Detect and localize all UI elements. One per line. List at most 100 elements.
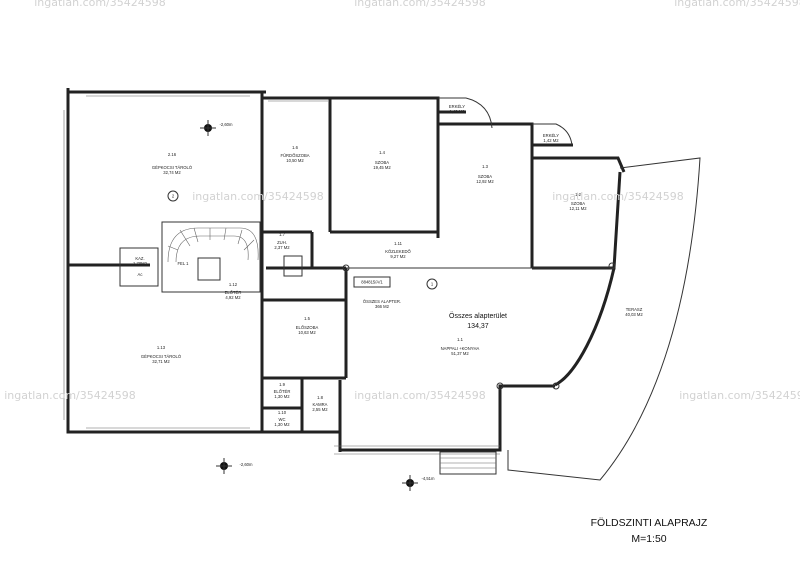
svg-text:1,30 M2: 1,30 M2	[274, 394, 290, 399]
svg-text:Ac: Ac	[138, 272, 143, 277]
svg-text:2,55 M2: 2,55 M2	[312, 407, 328, 412]
svg-text:4,92 M2: 4,92 M2	[225, 295, 241, 300]
svg-text:Összes alapterület: Összes alapterület	[449, 312, 507, 320]
outer-walls	[66, 88, 626, 452]
columns	[342, 262, 616, 390]
svg-text:10,63 M2: 10,63 M2	[298, 330, 316, 335]
svg-text:KÖZLEKEDŐ: KÖZLEKEDŐ	[385, 249, 411, 254]
svg-text:9,27 M2: 9,27 M2	[390, 254, 406, 259]
svg-text:NAPPALI +KONYHA: NAPPALI +KONYHA	[441, 346, 480, 351]
room-bathroom: 1.6 FÜRDŐSZOBA 10,50 M2	[280, 145, 309, 163]
svg-text:KAMRA: KAMRA	[313, 402, 328, 407]
svg-text:1,30 M2: 1,30 M2	[274, 422, 290, 427]
level-marker-entrance: -4,51m	[402, 475, 435, 491]
windows	[63, 95, 500, 455]
svg-text:TERASZ: TERASZ	[626, 307, 643, 312]
watermark-low-3: ingatlan.com/35424598	[679, 389, 800, 402]
terrace-outline	[507, 157, 701, 481]
svg-text:51,37 M2: 51,37 M2	[451, 351, 469, 356]
watermark-top-3: ingatlan.com/35424598	[674, 0, 800, 9]
svg-text:ÖSSZES ALAPTER.: ÖSSZES ALAPTER.	[363, 299, 401, 304]
svg-text:FÜRDŐSZOBA: FÜRDŐSZOBA	[280, 153, 309, 158]
entrance-stair	[439, 451, 497, 475]
svg-text:32,74 M2: 32,74 M2	[163, 170, 181, 175]
svg-text:2.16: 2.16	[168, 152, 177, 157]
svg-text:134,37: 134,37	[467, 323, 489, 330]
plan-scale: M=1:50	[631, 533, 666, 545]
svg-text:SZOBA: SZOBA	[375, 160, 389, 165]
svg-text:SZOBA: SZOBA	[571, 201, 585, 206]
total-area: Összes alapterület 134,37	[449, 312, 507, 330]
room-corridor: 1.11 KÖZLEKEDŐ 9,27 M2	[385, 241, 411, 259]
plan-title: FÖLDSZINTI ALAPRAJZ	[591, 517, 708, 529]
svg-text:2,37 M2: 2,37 M2	[274, 245, 290, 250]
svg-text:40,03 M2: 40,03 M2	[625, 312, 643, 317]
svg-text:32,71 M2: 32,71 M2	[152, 359, 170, 364]
room-room2: 1.3 SZOBA 12,92 M2	[476, 164, 494, 184]
svg-text:ERKÉLY: ERKÉLY	[449, 104, 465, 109]
svg-text:1.8: 1.8	[317, 395, 323, 400]
watermark-low-1: ingatlan.com/35424598	[4, 389, 136, 402]
svg-text:1.11: 1.11	[394, 241, 403, 246]
svg-text:366 M2: 366 M2	[375, 304, 390, 309]
svg-text:GÉPKOCSI TÁROLÓ: GÉPKOCSI TÁROLÓ	[141, 354, 182, 359]
room-terrace: TERASZ 40,03 M2	[625, 307, 643, 317]
svg-text:SZOBA: SZOBA	[478, 174, 492, 179]
svg-text:1.1: 1.1	[457, 337, 463, 342]
svg-text:ZUH.: ZUH.	[277, 240, 287, 245]
balconies	[438, 97, 573, 146]
room-pantry: 1.8 KAMRA 2,55 M2	[312, 395, 328, 412]
room-living: 1.1 NAPPALI +KONYHA 51,37 M2	[441, 337, 480, 356]
svg-text:ELŐTÉR: ELŐTÉR	[274, 389, 291, 394]
svg-text:-2,60m: -2,60m	[239, 462, 253, 467]
room-shower: 1.7 ZUH. 2,37 M2	[274, 232, 290, 250]
watermark-top-1: ingatlan.com/35424598	[34, 0, 166, 9]
svg-text:1.4: 1.4	[379, 150, 385, 155]
svg-text:-2,60m: -2,60m	[219, 122, 233, 127]
watermark-mid-2: ingatlan.com/35424598	[552, 190, 684, 203]
svg-text:1.2: 1.2	[575, 192, 581, 197]
svg-text:ELŐTÉR: ELŐTÉR	[225, 290, 242, 295]
room-balcony1: ERKÉLY 1,42 M2	[449, 104, 465, 114]
room-boiler: KAZ. 1,70M2 Ac FEL 1	[133, 256, 189, 277]
svg-text:1,70M2: 1,70M2	[133, 261, 148, 266]
room-wc: 1.10 WC 1,30 M2	[274, 410, 290, 427]
room-room3: 1.2 SZOBA 12,11 M2	[569, 192, 587, 211]
svg-text:1.12: 1.12	[229, 282, 238, 287]
watermark-top-2: ingatlan.com/35424598	[354, 0, 486, 9]
svg-text:KAZ.: KAZ.	[135, 256, 144, 261]
marker-2: 2	[167, 190, 179, 202]
svg-text:WC: WC	[279, 417, 286, 422]
svg-text:12,92 M2: 12,92 M2	[476, 179, 494, 184]
svg-text:1.7: 1.7	[279, 232, 285, 237]
marker-1: 1	[426, 278, 438, 290]
level-marker-bottom: -2,60m	[216, 458, 253, 474]
svg-text:1.9: 1.9	[279, 382, 285, 387]
svg-text:1: 1	[431, 282, 434, 287]
svg-text:FEL 1: FEL 1	[177, 261, 189, 266]
watermark-low-2: ingatlan.com/35424598	[354, 389, 486, 402]
svg-text:2: 2	[172, 194, 175, 199]
svg-text:10,50 M2: 10,50 M2	[286, 158, 304, 163]
room-garage-bottom: 1.13 GÉPKOCSI TÁROLÓ 32,71 M2	[141, 345, 182, 364]
room-balcony2: ERKÉLY 1,42 M2	[543, 133, 559, 143]
svg-text:19,45 M2: 19,45 M2	[373, 165, 391, 170]
room-anteroom: 1.5 ELŐSZOBA 10,63 M2	[296, 316, 319, 335]
svg-text:1.3: 1.3	[482, 164, 488, 169]
svg-text:-4,51m: -4,51m	[421, 476, 435, 481]
svg-text:1,42 M2: 1,42 M2	[543, 138, 559, 143]
room-total-subarea: ÖSSZES ALAPTER. 366 M2	[363, 299, 401, 309]
svg-text:1.13: 1.13	[157, 345, 166, 350]
svg-text:GÉPKOCSI TÁROLÓ: GÉPKOCSI TÁROLÓ	[152, 165, 193, 170]
level-marker-top: -2,60m	[200, 120, 233, 136]
plate-box	[353, 276, 391, 288]
room-garage-top: 2.16 GÉPKOCSI TÁROLÓ 32,74 M2	[152, 152, 193, 175]
room-hall: 1.12 ELŐTÉR 4,92 M2	[225, 282, 242, 300]
plate-label: 884815/A/1	[361, 280, 383, 285]
inner-walls	[119, 221, 614, 302]
svg-text:1.6: 1.6	[292, 145, 298, 150]
room-room1: 1.4 SZOBA 19,45 M2	[373, 150, 391, 170]
svg-text:ERKÉLY: ERKÉLY	[543, 133, 559, 138]
svg-text:12,11 M2: 12,11 M2	[569, 206, 587, 211]
